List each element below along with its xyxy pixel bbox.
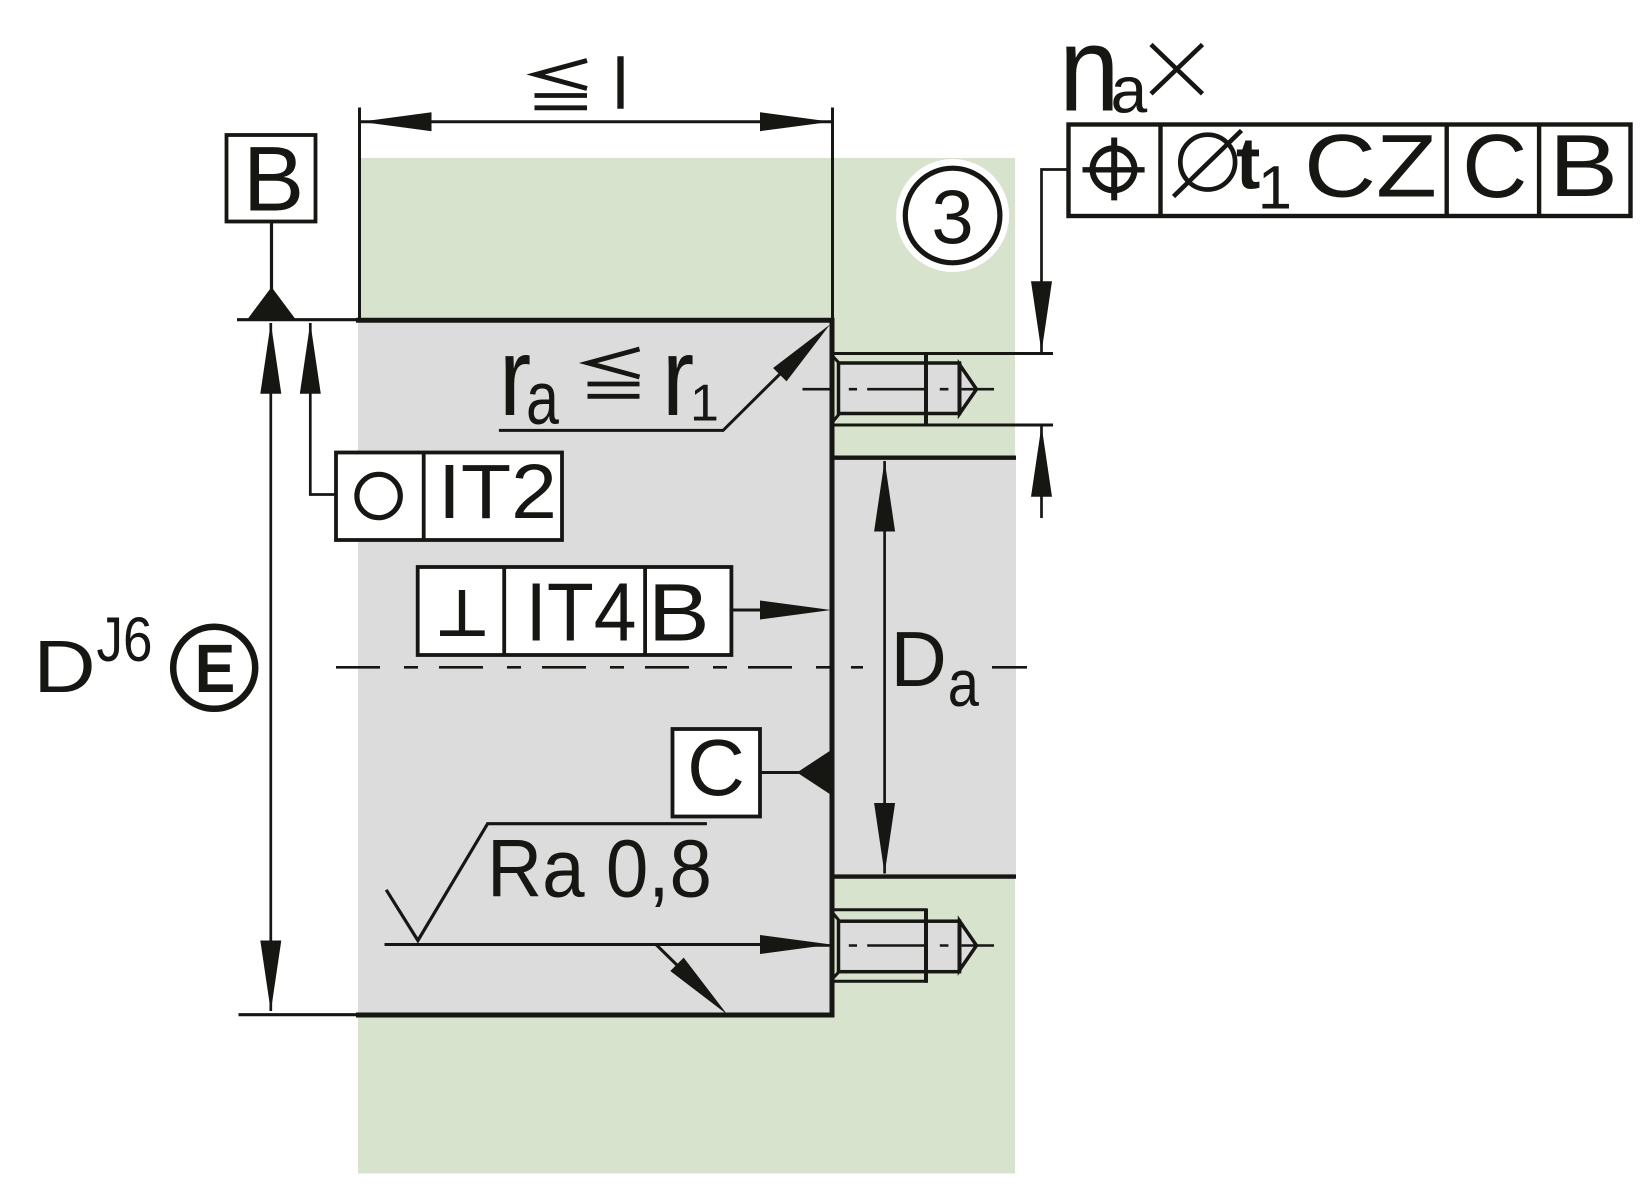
svg-text:r: r [499,316,531,440]
svg-text:IT2: IT2 [438,449,557,535]
svg-text:a: a [948,647,980,720]
svg-text:a: a [1111,53,1148,127]
svg-text:1: 1 [690,374,719,432]
svg-text:1: 1 [1258,153,1292,222]
svg-text:D: D [33,626,96,709]
svg-text:3: 3 [931,176,973,261]
svg-text:IT4: IT4 [526,566,637,659]
svg-text:n: n [1059,2,1120,137]
svg-text:J6: J6 [97,605,153,675]
svg-text:CZ: CZ [1304,116,1437,216]
svg-text:E: E [195,629,236,707]
svg-text:D: D [891,615,947,703]
svg-text:B: B [1549,117,1618,215]
svg-text:a: a [526,357,559,440]
svg-text:r: r [662,316,694,440]
svg-text:C: C [687,723,745,812]
svg-text:B: B [243,129,304,231]
svg-text:B: B [648,566,710,658]
svg-text:t: t [1236,124,1260,205]
svg-text:C: C [1462,117,1527,217]
svg-text:Ra 0,8: Ra 0,8 [487,823,712,914]
